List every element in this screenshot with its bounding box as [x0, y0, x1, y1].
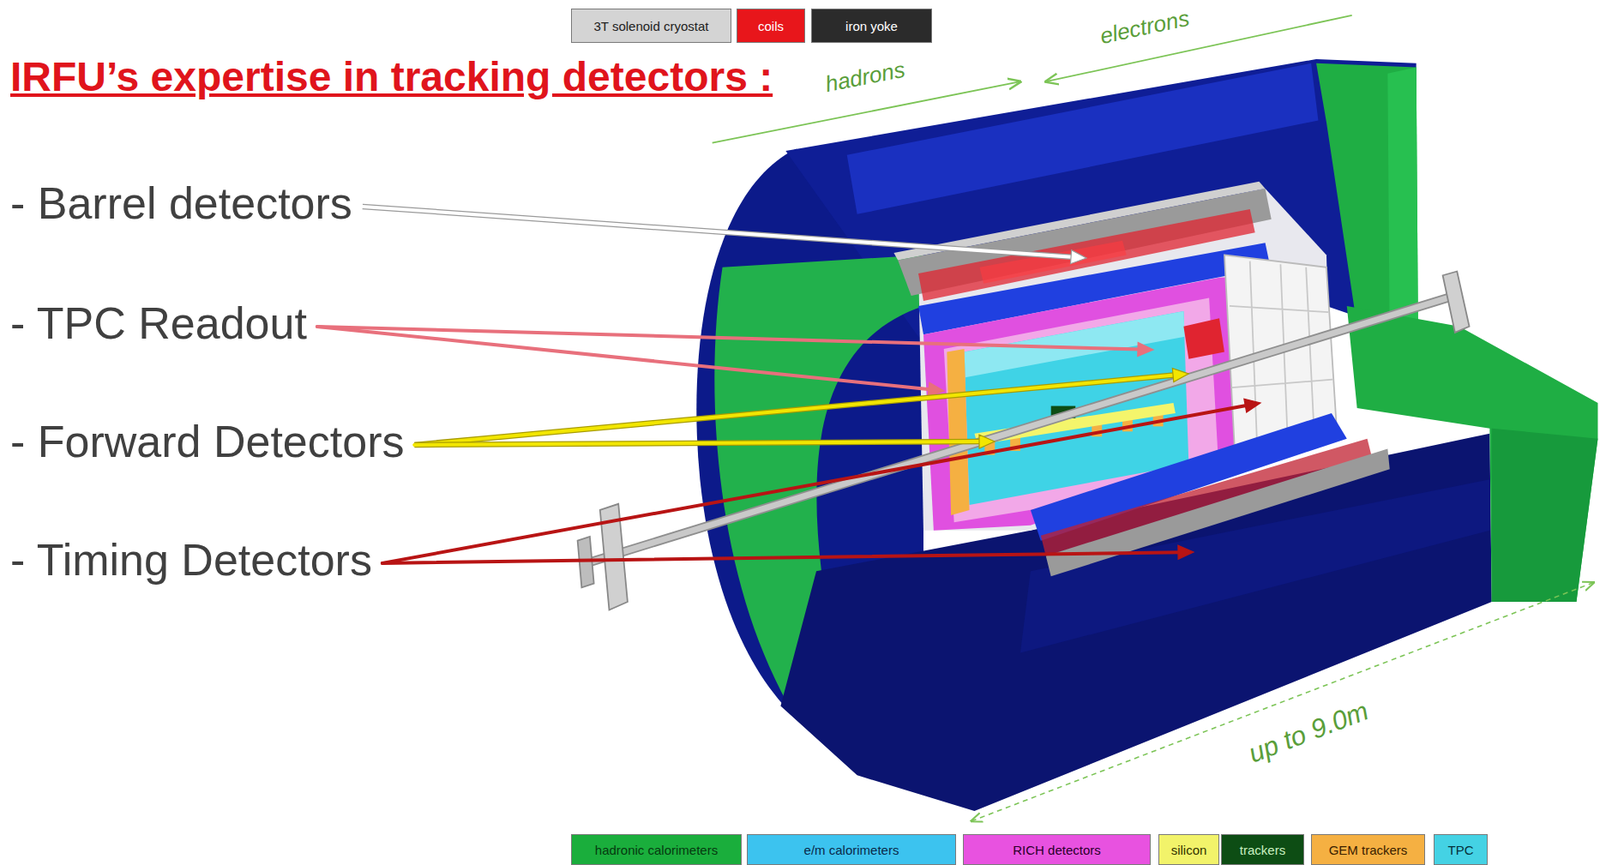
red-block — [1183, 318, 1225, 360]
slide-title: IRFU’s expertise in tracking detectors : — [10, 53, 773, 101]
legend-text: e/m calorimeters — [804, 842, 900, 858]
direction-label: up to 9.0m — [1244, 695, 1373, 770]
flange-right — [1443, 271, 1470, 333]
hcal-right-lower-face — [1491, 428, 1599, 602]
dimension-line — [971, 582, 1594, 821]
legend-text: coils — [757, 18, 784, 34]
list-item: - Timing Detectors — [10, 535, 373, 587]
legend-swatch: e/m calorimeters — [746, 834, 957, 865]
legend-text: 3T solenoid cryostat — [594, 18, 710, 34]
list-item: - TPC Readout — [10, 298, 307, 350]
legend-text: hadronic calorimeters — [595, 842, 718, 858]
legend-swatch: coils — [736, 8, 806, 43]
legend-text: RICH detectors — [1012, 842, 1101, 858]
leader-arrow — [382, 545, 1194, 564]
legend-swatch: TPC — [1433, 834, 1488, 865]
legend-text: trackers — [1239, 842, 1286, 858]
leader-line — [382, 552, 1182, 564]
leader-line — [317, 326, 933, 391]
leader-outline — [362, 206, 1075, 258]
coil-lower — [1040, 439, 1373, 557]
legend-text: silicon — [1171, 842, 1208, 858]
leader-arrow — [317, 326, 1154, 357]
leader-arrow — [414, 368, 1189, 446]
legend-swatch: GEM trackers — [1311, 834, 1426, 865]
leader-head — [1178, 545, 1194, 560]
list-item: - Barrel detectors — [10, 178, 353, 230]
legend-swatch: iron yoke — [811, 8, 933, 43]
legend-swatch: trackers — [1221, 834, 1305, 865]
list-item: - Forward Detectors — [10, 416, 404, 469]
legend-swatch: hadronic calorimeters — [571, 834, 742, 865]
leader-arrow — [317, 326, 945, 397]
gem-band — [946, 348, 969, 516]
leader-arrow — [362, 206, 1087, 265]
leader-outline — [414, 441, 983, 446]
leader-line — [362, 206, 1075, 258]
leader-head — [1070, 250, 1087, 265]
leader-head — [979, 434, 995, 449]
cryostat-lower — [1046, 449, 1390, 578]
leader-line — [382, 405, 1249, 564]
beam-pipe — [586, 294, 1462, 564]
legend-text: TPC — [1448, 842, 1474, 858]
leader-arrow — [414, 434, 995, 449]
direction-label: hadrons — [823, 56, 908, 99]
beam-pipe — [586, 294, 1462, 564]
legend-text: GEM trackers — [1329, 842, 1408, 858]
legend-swatch: 3T solenoid cryostat — [571, 8, 732, 43]
leader-outline — [414, 374, 1177, 446]
legend-swatch: RICH detectors — [962, 834, 1151, 865]
legend-text: iron yoke — [845, 18, 898, 34]
leader-arrow — [382, 398, 1261, 564]
leader-head — [1172, 368, 1189, 383]
leader-line — [414, 374, 1177, 446]
beam-direction-line — [1046, 15, 1353, 82]
legend-swatch: silicon — [1158, 834, 1220, 865]
leader-head — [1137, 342, 1154, 357]
direction-label: electrons — [1097, 5, 1192, 50]
leader-head — [1244, 398, 1261, 413]
leader-line — [414, 441, 983, 446]
